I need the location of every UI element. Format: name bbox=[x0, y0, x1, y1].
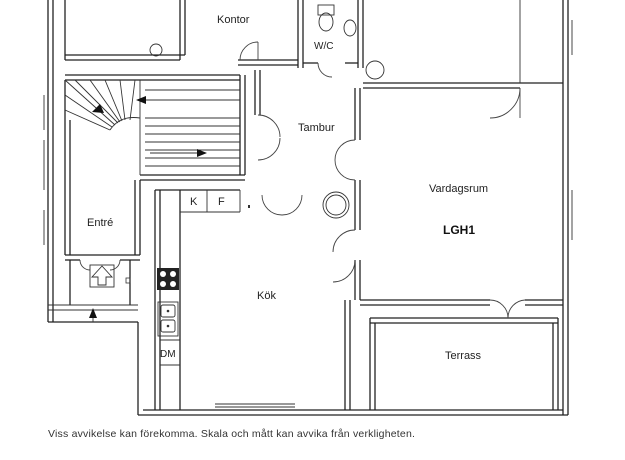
staircase bbox=[64, 79, 240, 175]
doors bbox=[79, 41, 526, 319]
fixture-label-k: K bbox=[190, 196, 198, 208]
toilet-tank-icon bbox=[317, 4, 335, 16]
entrance-mat-icon bbox=[89, 264, 115, 288]
room-label-wc: W/C bbox=[314, 41, 333, 52]
entry-direction-arrow-icon bbox=[89, 308, 97, 318]
fixture-label-f: F bbox=[218, 196, 225, 208]
radiator-wc-icon bbox=[365, 60, 385, 80]
wc-sink-icon bbox=[343, 19, 357, 37]
radiator-kontor-icon bbox=[149, 43, 163, 57]
room-label-terrass: Terrass bbox=[445, 350, 482, 362]
apartment-label: LGH1 bbox=[443, 223, 475, 237]
kitchen-sink-icon bbox=[157, 301, 179, 337]
room-label-tambur: Tambur bbox=[298, 122, 335, 134]
room-label-vardagsrum: Vardagsrum bbox=[429, 183, 488, 195]
toilet-bowl-icon bbox=[318, 12, 334, 32]
column-fixture-icon bbox=[322, 191, 350, 219]
fixture-label-dm: DM bbox=[160, 349, 176, 360]
outer-walls bbox=[43, 0, 573, 416]
room-labels: Kontor W/C Tambur Vardagsrum LGH1 Entré … bbox=[87, 14, 488, 362]
room-label-kok: Kök bbox=[257, 290, 276, 302]
inner-walls bbox=[48, 0, 563, 410]
stove-icon bbox=[157, 268, 179, 290]
entrance-arrow-icon bbox=[90, 265, 114, 286]
disclaimer-text: Viss avvikelse kan förekomma. Skala och … bbox=[48, 428, 416, 440]
fixtures bbox=[89, 4, 385, 366]
room-label-kontor: Kontor bbox=[217, 14, 250, 26]
room-label-entre: Entré bbox=[87, 217, 113, 229]
